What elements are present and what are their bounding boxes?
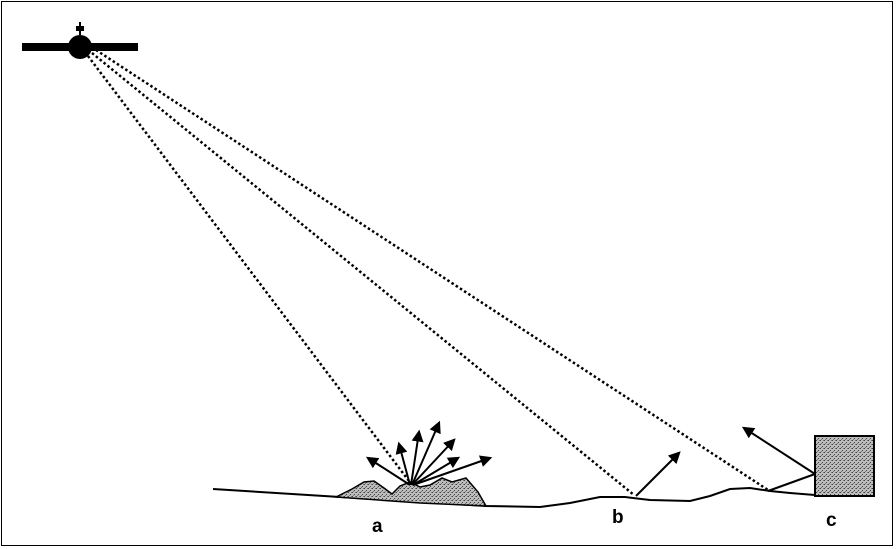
beam-to-b — [92, 53, 634, 495]
incident-beams — [88, 50, 768, 495]
label-b: b — [612, 507, 624, 528]
beam-to-c — [96, 50, 768, 490]
label-c: c — [826, 510, 837, 531]
building-block-icon — [815, 436, 874, 496]
beam-to-a — [88, 56, 412, 485]
scatter-arrows-a — [368, 423, 490, 485]
reflection-arrow-b — [636, 453, 679, 496]
satellite-icon — [22, 22, 138, 59]
label-a: a — [372, 516, 383, 537]
ground-surface — [213, 488, 815, 507]
